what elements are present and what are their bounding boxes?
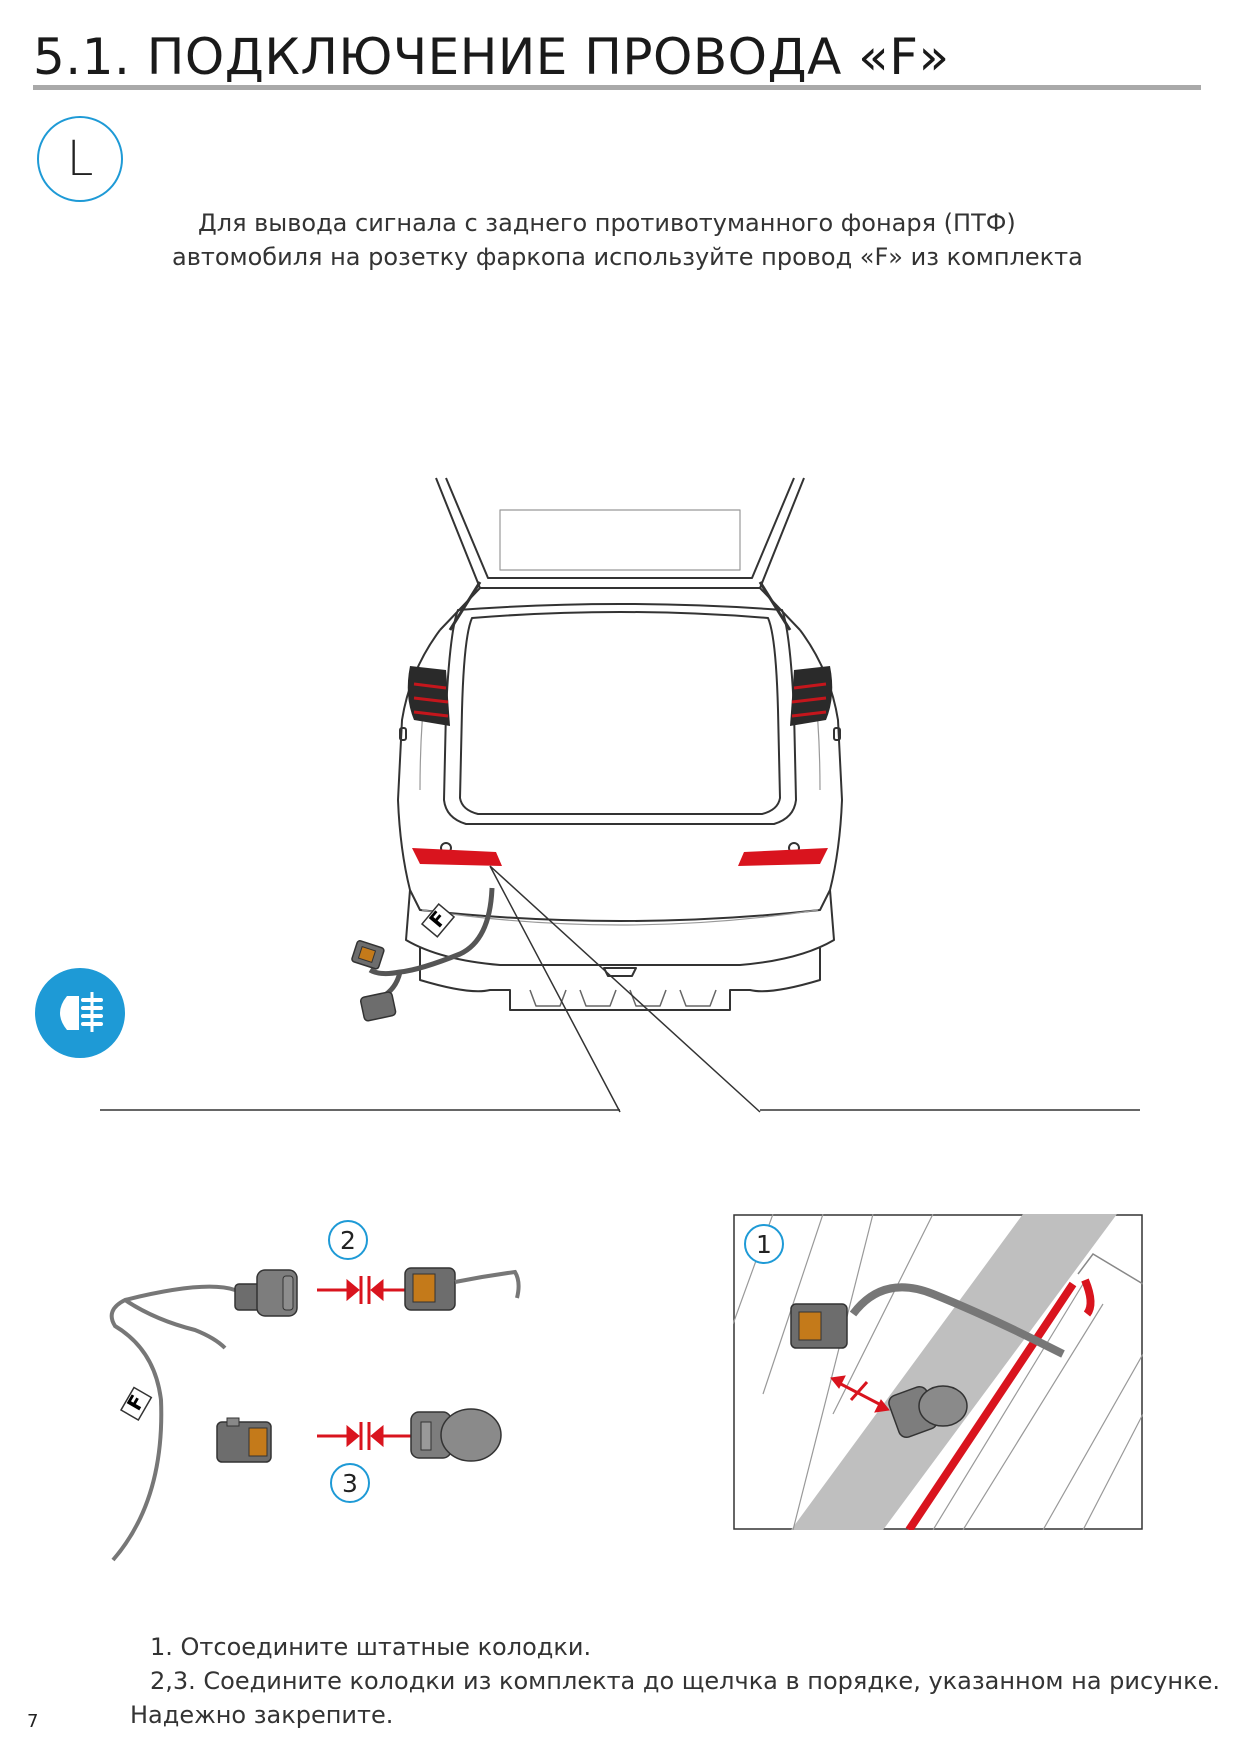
connection-diagram: F xyxy=(109,1267,521,1562)
harness-under-car: F xyxy=(351,887,495,1022)
left-tail-light xyxy=(407,666,450,726)
title-underline xyxy=(33,85,1201,90)
page-title: 5.1. ПОДКЛЮЧЕНИЕ ПРОВОДА «F» xyxy=(33,28,950,86)
car-rear-illustration xyxy=(397,477,843,1113)
closeup-panel xyxy=(733,1214,1143,1530)
kit-connector-bottom xyxy=(216,1417,272,1463)
rear-fog-lamp-icon xyxy=(35,968,125,1058)
rear-fog-light-left xyxy=(412,848,502,866)
right-tail-light xyxy=(790,666,833,726)
instruction-secure: Надежно закрепите. xyxy=(130,1701,394,1729)
step-badge-1: 1 xyxy=(744,1224,784,1264)
rear-fog-light-right xyxy=(738,848,828,866)
instruction-step-2-3: 2,3. Соедините колодки из комплекта до щ… xyxy=(150,1667,1220,1695)
zoom-baseline xyxy=(100,1109,1140,1111)
arrow-pair-step-3 xyxy=(317,1422,413,1450)
page-number: 7 xyxy=(27,1711,39,1732)
vehicle-connector xyxy=(404,1267,521,1311)
step-badge-2: 2 xyxy=(328,1220,368,1260)
arrow-pair-step-2 xyxy=(317,1276,413,1304)
intro-text: Для вывода сигнала с заднего противотума… xyxy=(172,209,1083,271)
kit-connector-top xyxy=(234,1269,298,1317)
lamp-socket xyxy=(410,1408,502,1462)
side-badge: L xyxy=(37,116,123,202)
step-badge-3: 3 xyxy=(330,1463,370,1503)
instruction-step-1: 1. Отсоедините штатные колодки. xyxy=(150,1633,592,1661)
